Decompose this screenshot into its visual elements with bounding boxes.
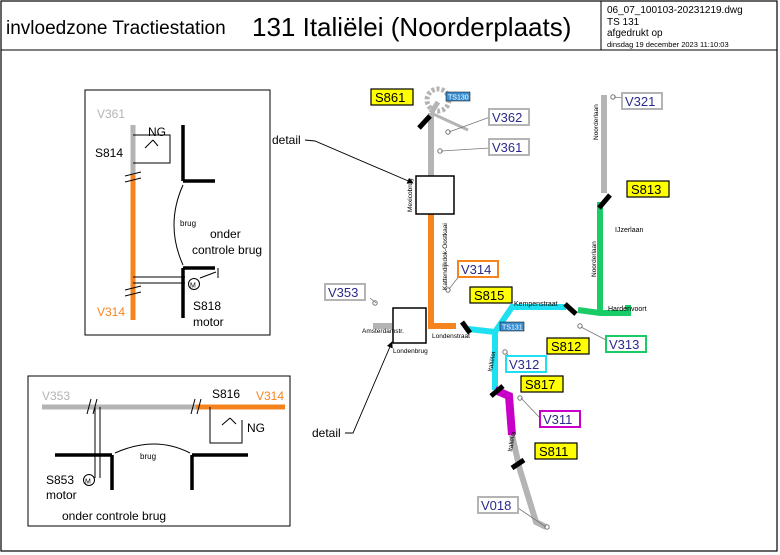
switch-s815-mark — [459, 320, 473, 335]
detail-panel-1: M V361 NG S814 brug onder controle brug … — [84, 89, 271, 336]
section-label-v361: V361 — [488, 138, 530, 156]
detail-panel-2: M V353 S816 V314 NG brug S853 motor onde… — [27, 375, 291, 527]
track-v314 — [428, 214, 456, 329]
street-italielei-2: Italiëlei — [507, 431, 517, 452]
street-londenstraat: Londenstraat — [432, 333, 470, 340]
svg-text:S817: S817 — [525, 377, 555, 392]
detail1-v314: V314 — [97, 305, 125, 319]
londenbrug-box — [392, 307, 427, 344]
title-prefix: invloedzone Tractiestation — [6, 18, 226, 39]
ts-badge-130 — [445, 91, 471, 102]
svg-text:V362: V362 — [492, 110, 522, 125]
svg-text:TS131: TS131 — [502, 325, 523, 332]
switch-label-s811: S811 — [534, 442, 578, 460]
mexicobrug-box — [415, 175, 455, 215]
detail2-motor: motor — [46, 488, 77, 502]
switch-s813-mark — [597, 193, 612, 210]
detail-arrow-top — [304, 139, 414, 184]
svg-text:V313: V313 — [609, 337, 639, 352]
switch-s861-mark — [417, 114, 432, 130]
switch-label-s813: S813 — [626, 180, 670, 198]
section-label-v312: V312 — [505, 355, 547, 373]
street-londenbrug: Londenbrug — [393, 348, 428, 355]
street-kempenstraat: Kempenstraat — [514, 301, 558, 308]
section-label-v018: V018 — [477, 496, 519, 514]
detail2-s853: S853 — [46, 473, 74, 487]
detail2-v353: V353 — [42, 389, 70, 403]
street-ijzerlaan: IJzerlaan — [615, 227, 644, 234]
switch-s811-mark — [510, 457, 526, 471]
section-label-v313: V313 — [605, 335, 647, 353]
svg-text:M: M — [190, 283, 196, 290]
svg-text:V314: V314 — [461, 262, 491, 277]
ts-badge-131 — [499, 321, 525, 332]
turntable-icon — [424, 86, 452, 114]
detail1-onder: onder — [210, 227, 241, 241]
street-italielei-1: Italiëlei — [487, 351, 497, 372]
svg-text:S813: S813 — [631, 182, 661, 197]
switch-label-s812: S812 — [546, 337, 590, 355]
motor-icon — [83, 474, 95, 486]
svg-text:M: M — [85, 479, 91, 486]
switch-label-s817: S817 — [520, 375, 564, 393]
section-label-v321: V321 — [621, 92, 663, 110]
section-label-v314: V314 — [457, 260, 499, 278]
street-noorderlaan-mid: Noorderlaan — [591, 241, 598, 277]
svg-text:S815: S815 — [474, 288, 504, 303]
svg-text:V361: V361 — [492, 140, 522, 155]
detail1-controle-brug: controle brug — [192, 243, 262, 257]
switch-s817-mark — [489, 384, 505, 398]
svg-text:TS130: TS130 — [448, 95, 469, 102]
street-mexicobrug: Mexicobrug — [407, 178, 414, 212]
track-v311 — [493, 386, 516, 436]
network-map: detail detail TS130 TS131 S861 S813 S815… — [272, 86, 670, 530]
track-v018 — [509, 434, 548, 530]
detail-label-top: detail — [272, 133, 301, 147]
title-main: 131 Italiëlei (Noorderplaats) — [252, 12, 571, 42]
street-amsterdamstr: Amsterdamstr. — [362, 328, 404, 335]
section-label-v353: V353 — [324, 283, 366, 301]
detail1-brug: brug — [180, 219, 196, 228]
station-code: TS 131 — [607, 17, 640, 28]
detail1-s814: S814 — [95, 146, 123, 160]
section-label-v362: V362 — [488, 108, 530, 126]
detail1-motor: motor — [193, 315, 224, 329]
detail2-v314: V314 — [256, 389, 284, 403]
detail-label-bottom: detail — [312, 426, 341, 440]
file-name: 06_07_100103-20231219.dwg — [607, 5, 743, 16]
svg-text:S811: S811 — [539, 444, 568, 459]
printed-label: afgedrukt op — [607, 28, 663, 39]
detail1-s818: S818 — [193, 299, 221, 313]
detail2-onder-controle: onder controle brug — [62, 509, 166, 523]
street-kattendijkdok: Kattendijkdok-Oostkaai — [442, 223, 449, 290]
detail2-ng: NG — [247, 421, 265, 435]
street-noorderlaan-top: Noorderlaan — [593, 104, 600, 140]
svg-text:V018: V018 — [481, 498, 511, 513]
detail-arrow-bottom — [345, 341, 393, 434]
detail1-ng: NG — [148, 125, 166, 139]
switch-s812-mark — [563, 302, 578, 316]
detail1-v361: V361 — [97, 107, 125, 121]
track-v313 — [577, 202, 631, 316]
svg-text:S861: S861 — [375, 90, 405, 105]
switch-label-s815: S815 — [469, 286, 513, 304]
track-v312 — [467, 304, 566, 390]
detail2-brug: brug — [140, 452, 156, 461]
motor-icon — [188, 278, 200, 290]
street-hardenvoort: Hardenvoort — [608, 306, 647, 313]
switch-label-s861: S861 — [370, 88, 414, 106]
section-label-v311: V311 — [539, 410, 581, 428]
svg-text:V353: V353 — [328, 285, 358, 300]
svg-text:V311: V311 — [543, 412, 572, 427]
svg-text:V312: V312 — [509, 357, 539, 372]
detail2-s816: S816 — [212, 387, 240, 401]
svg-text:S812: S812 — [551, 339, 581, 354]
printed-date: dinsdag 19 december 2023 11:10:03 — [607, 40, 729, 49]
svg-text:V321: V321 — [625, 94, 655, 109]
